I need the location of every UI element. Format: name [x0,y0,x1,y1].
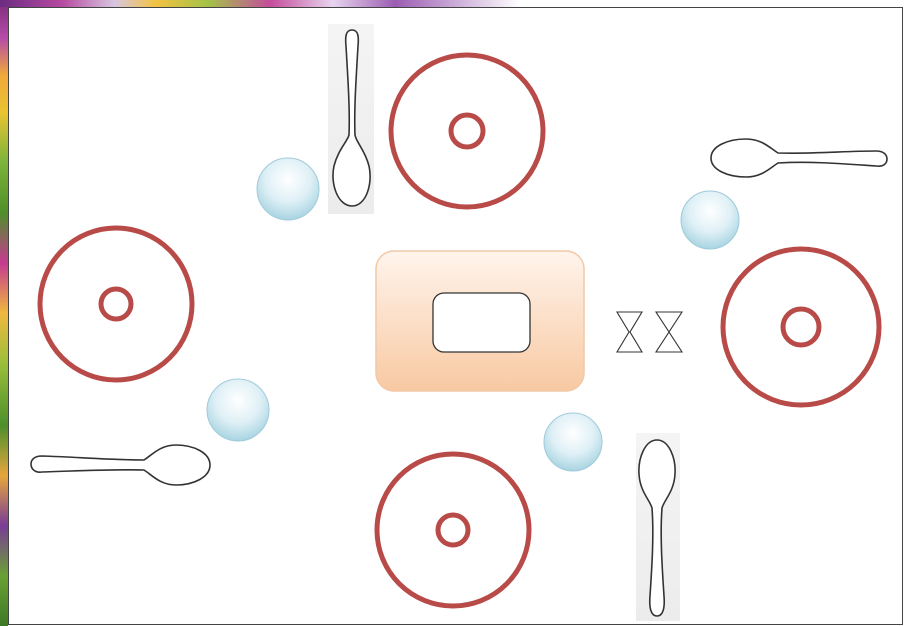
spoon-icon [711,139,887,177]
spoon-icon [31,445,210,485]
plate-right [723,249,879,405]
spoon-bottom-left [31,445,210,485]
spoon-top-right [711,139,887,177]
glass-icon [207,379,269,441]
dinner-plate-icon [391,55,543,207]
plate-left [40,228,192,380]
dinner-plate-icon [40,228,192,380]
glass-right [681,191,739,249]
glass-icon [544,413,602,471]
glass-icon [257,158,319,220]
hourglass-pair [617,312,682,352]
plate-top [391,55,543,207]
hourglass-icon [656,312,682,352]
spoon-top [328,24,374,214]
glass-left [207,379,269,441]
centerpiece-inner-frame [433,293,530,352]
dinner-plate-icon [723,249,879,405]
glass-bottom [544,413,602,471]
glass-icon [681,191,739,249]
centerpiece [376,251,584,391]
glass-top-left [257,158,319,220]
plate-bottom [377,454,529,606]
spoon-bottom-right [636,433,680,621]
hourglass-icon [617,312,642,352]
dinner-plate-icon [377,454,529,606]
